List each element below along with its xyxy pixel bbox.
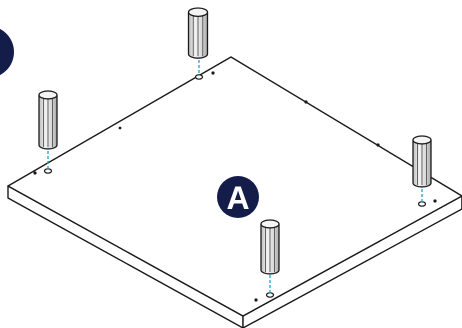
dowel-hole-front <box>265 292 275 298</box>
dowel-hole-left <box>43 168 53 174</box>
part-label: A <box>226 180 249 216</box>
dowel-right <box>412 135 432 188</box>
hole <box>254 298 258 302</box>
hole <box>211 71 215 75</box>
part-label-badge <box>217 176 259 218</box>
hole <box>376 143 380 147</box>
dowel-back <box>187 7 209 59</box>
hole <box>304 100 308 104</box>
dowel-left <box>38 90 58 150</box>
dowel-front <box>260 219 280 275</box>
hole <box>33 171 37 175</box>
step-number-badge <box>0 28 14 76</box>
hole <box>433 199 437 203</box>
dowel-hole-right <box>417 201 427 207</box>
dowel-holes <box>43 74 427 298</box>
hole <box>118 126 122 130</box>
dowels <box>38 7 432 275</box>
panel-holes <box>33 71 437 302</box>
dowel-hole-back <box>194 74 204 80</box>
